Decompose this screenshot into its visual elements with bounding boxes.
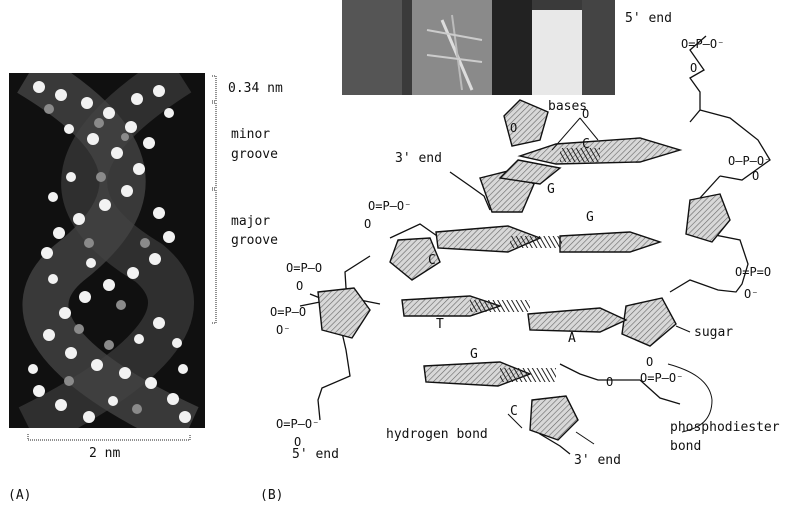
svg-text:O: O [296, 279, 303, 293]
base-letter-c-top: C [582, 138, 590, 152]
base-letter-g-upper: G [547, 183, 555, 197]
phosphodiester-label-line1: phosphodiester [670, 421, 780, 435]
three-prime-end-bottom-label: 3' end [574, 454, 621, 468]
phosphodiester-label-line2: bond [670, 440, 701, 454]
three-prime-end-left-label: 3' end [395, 152, 442, 166]
base-letter-g-lower: G [470, 348, 478, 362]
svg-text:O=P–O⁻: O=P–O⁻ [276, 417, 319, 431]
base-letter-g-mid: G [586, 211, 594, 225]
bases-label: bases [548, 100, 587, 114]
five-prime-end-bottom-label: 5' end [292, 448, 339, 462]
base-letter-a: A [568, 332, 576, 346]
svg-text:O=P–O⁻: O=P–O⁻ [368, 199, 411, 213]
base-letter-c-lower: C [510, 405, 518, 419]
svg-text:O: O [606, 375, 613, 389]
svg-text:O: O [364, 217, 371, 231]
svg-text:O: O [690, 61, 697, 75]
sugar-label: sugar [694, 326, 733, 340]
svg-text:O: O [752, 169, 759, 183]
base-letter-t: T [436, 318, 444, 332]
svg-text:O=P–O: O=P–O [286, 261, 322, 275]
svg-text:O⁻: O⁻ [276, 323, 290, 337]
five-prime-end-top-label: 5' end [625, 12, 672, 26]
svg-text:O=P–O: O=P–O [270, 305, 306, 319]
svg-text:O=P–O⁻: O=P–O⁻ [640, 371, 683, 385]
svg-text:O=P–O⁻: O=P–O⁻ [681, 37, 724, 51]
base-slabs [402, 138, 680, 386]
svg-text:O⁻: O⁻ [744, 287, 758, 301]
svg-text:O–P–O⁻: O–P–O⁻ [728, 154, 771, 168]
base-letter-c-mid: C [428, 254, 436, 268]
hydrogen-bond-label: hydrogen bond [386, 428, 488, 442]
svg-text:O=P=O: O=P=O [735, 265, 771, 279]
svg-text:O: O [646, 355, 653, 369]
svg-text:O: O [510, 121, 517, 135]
